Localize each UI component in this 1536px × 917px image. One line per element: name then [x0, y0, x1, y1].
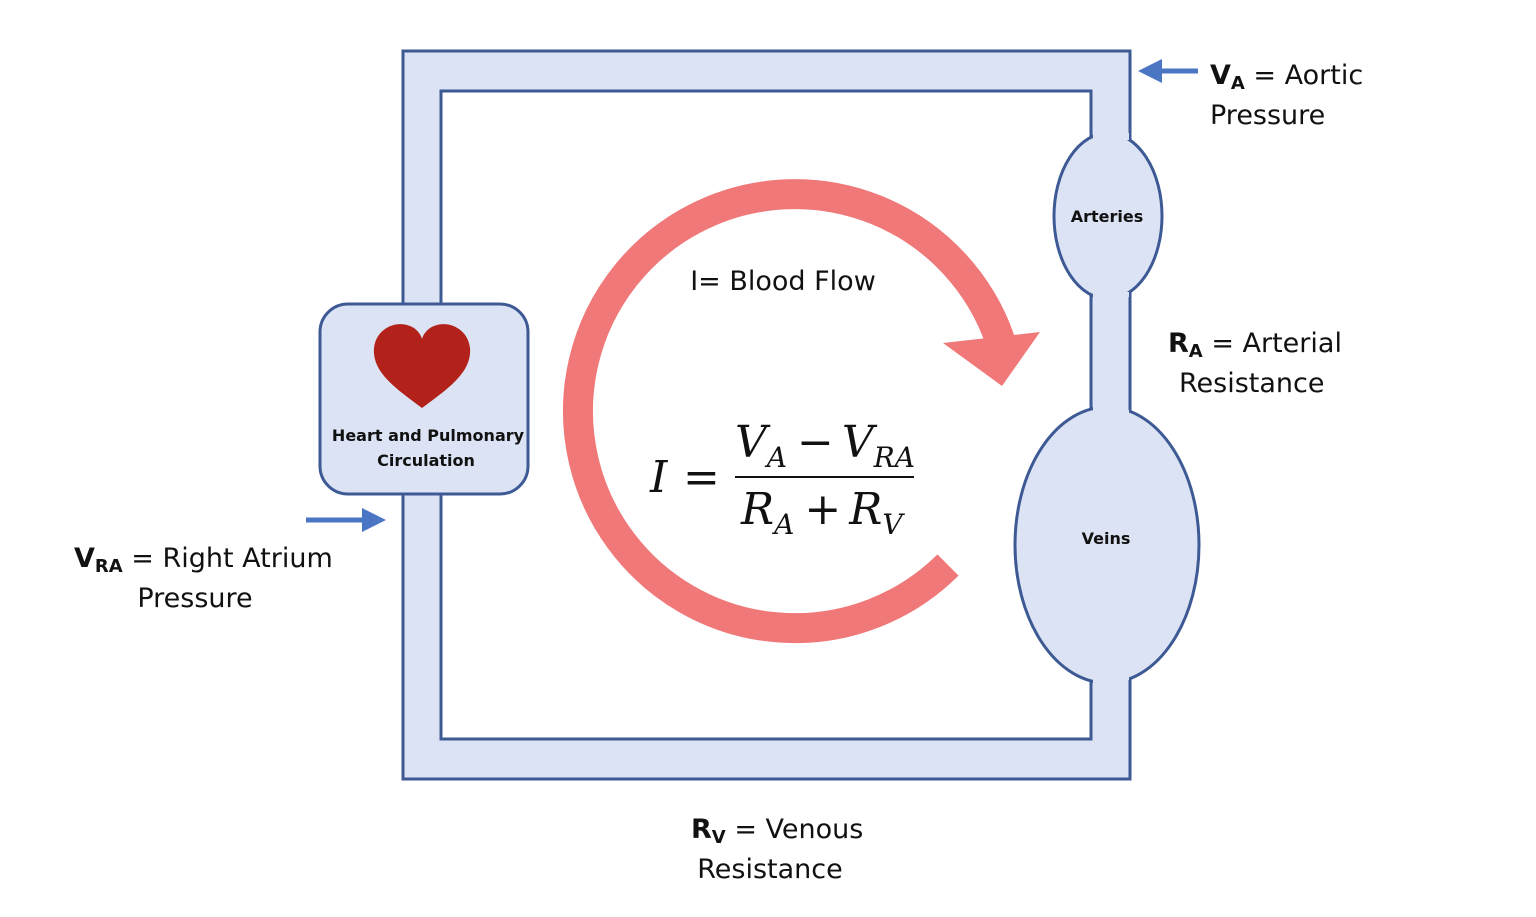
blood-flow-arrowhead [943, 332, 1040, 386]
veins: Veins [1013, 400, 1201, 690]
aortic-pressure-label: VA = Aortic [1210, 60, 1363, 94]
heart-box: Heart and Pulmonary Circulation [318, 302, 530, 496]
right-atrium-label: VRA = Right Atrium [74, 543, 333, 577]
den-sub1: A [771, 508, 794, 541]
heart-box-label-line2: Circulation [377, 451, 475, 470]
num-var2: V [842, 417, 878, 468]
venous-sub: V [712, 827, 726, 848]
equation-denominator: RA+RV [740, 484, 905, 541]
right-atrium-sub: RA [95, 556, 123, 577]
den-var2: R [848, 484, 882, 535]
heart-icon [373, 324, 471, 408]
heart-box-label-line1: Heart and Pulmonary [332, 426, 525, 445]
blood-flow-label: I= Blood Flow [690, 266, 876, 297]
aortic-pointer-arrow [1138, 59, 1198, 83]
right-atrium-pointer-arrow [306, 508, 386, 532]
blood-flow-arc [562, 179, 1015, 644]
arterial-resistance-label-line2: Resistance [1179, 368, 1325, 399]
equation-lhs: I [649, 452, 669, 503]
num-var1: V [735, 417, 771, 468]
den-sub2: V [882, 508, 905, 541]
arterial-symbol: R [1168, 328, 1189, 359]
arterial-resistance-label: RA = Arterial [1168, 328, 1342, 362]
equation-equals: = [683, 452, 720, 503]
vessel-wall-lines [1089, 51, 1132, 779]
flow-equation: I = VA−VRA RA+RV [649, 417, 915, 541]
arteries: Arteries [1052, 126, 1164, 312]
venous-symbol: R [691, 814, 712, 845]
blood-flow-arrow [562, 179, 1040, 644]
veins-label: Veins [1082, 529, 1131, 548]
right-atrium-label-line2: Pressure [137, 583, 252, 614]
aortic-pressure-label-line2: Pressure [1210, 100, 1325, 131]
arteries-label: Arteries [1071, 207, 1144, 226]
right-atrium-symbol: V [74, 543, 95, 574]
den-plus: + [804, 484, 841, 535]
arterial-text1: = Arterial [1203, 328, 1342, 359]
right-atrium-text1: = Right Atrium [123, 543, 333, 574]
arterial-sub: A [1189, 341, 1203, 362]
venous-resistance-label-line2: Resistance [697, 854, 843, 885]
venous-text1: = Venous [726, 814, 864, 845]
den-var1: R [740, 484, 774, 535]
aortic-sub: A [1231, 73, 1245, 94]
aortic-text1: = Aortic [1245, 60, 1363, 91]
num-sub2: RA [873, 441, 915, 474]
num-sub1: A [764, 441, 787, 474]
aortic-symbol: V [1210, 60, 1231, 91]
venous-resistance-label: RV = Venous [691, 814, 863, 848]
equation-numerator: VA−VRA [735, 417, 915, 474]
num-minus: − [797, 417, 834, 468]
